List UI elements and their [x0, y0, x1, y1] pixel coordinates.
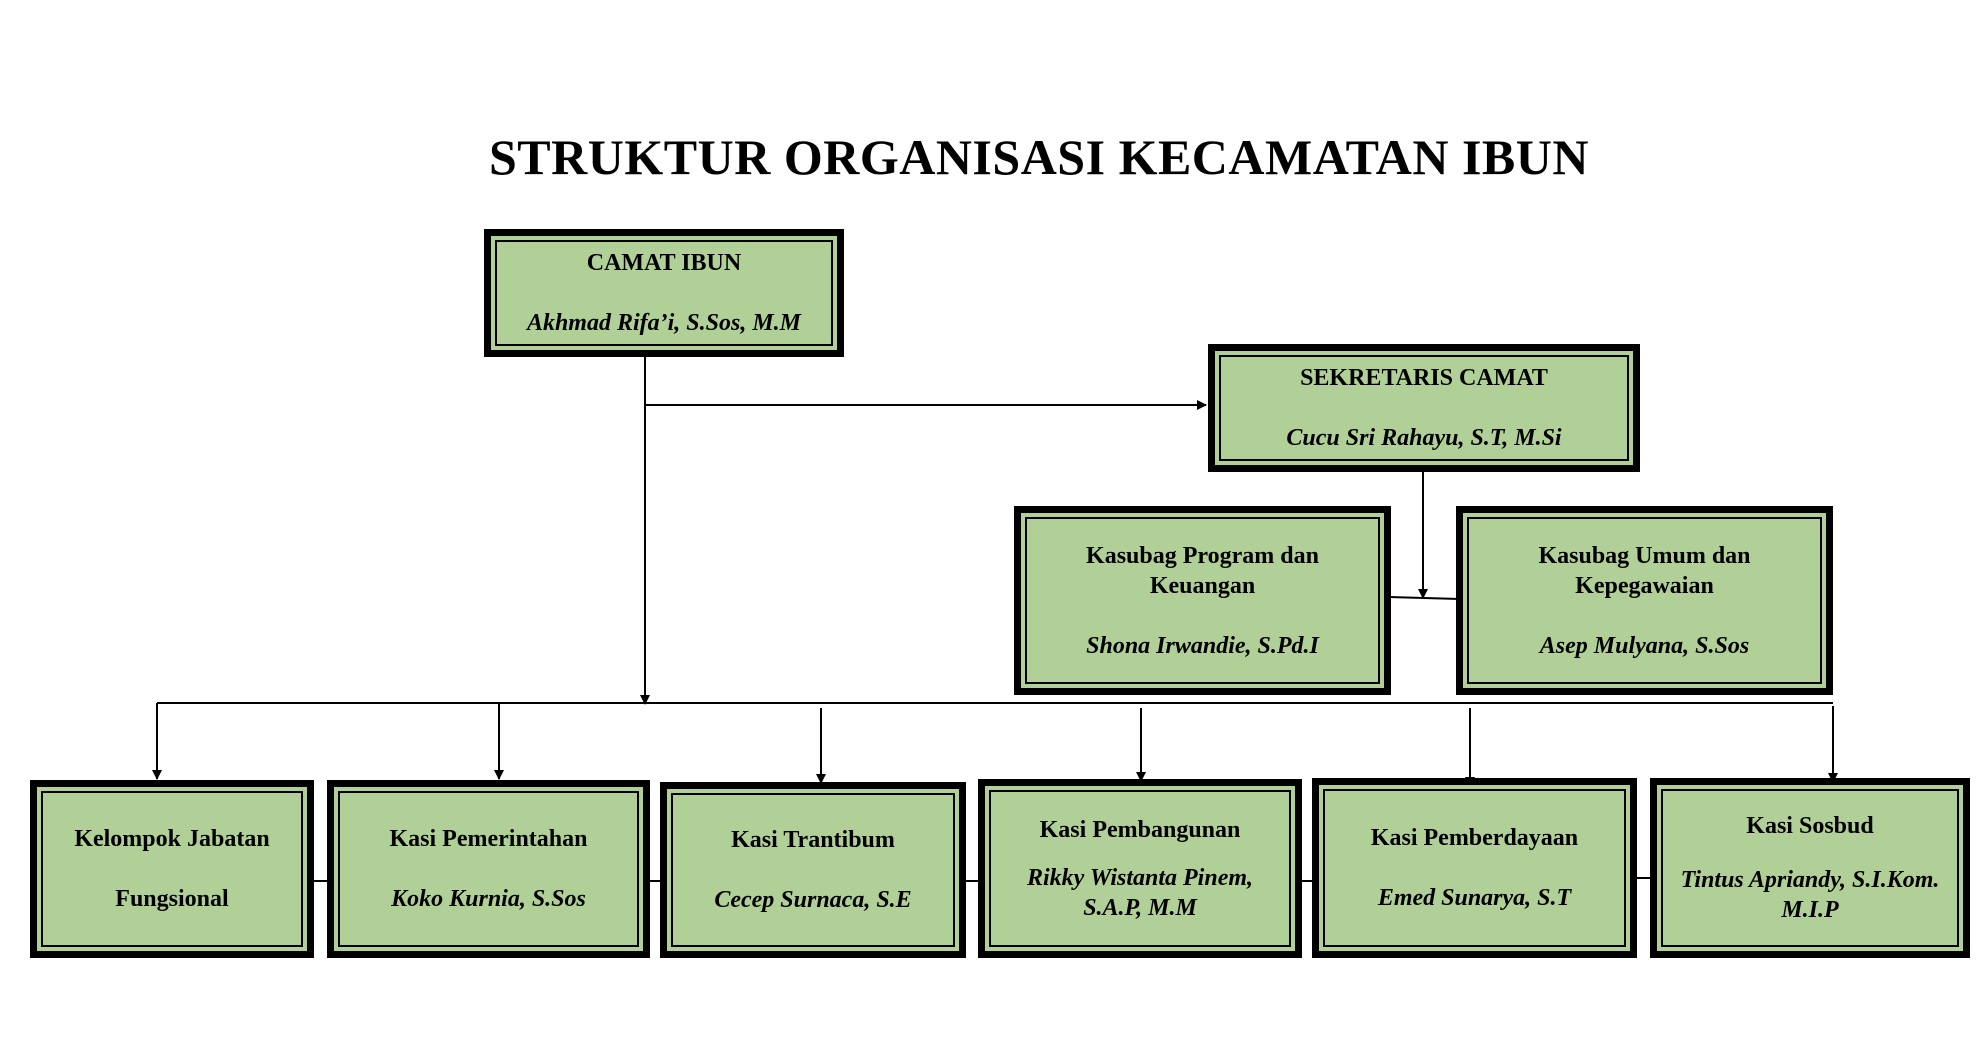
kasi-pemberdayaan-box: Kasi Pemberdayaan Emed Sunarya, S.T [1312, 778, 1637, 958]
kasi-pembangunan-name: Rikky Wistanta Pinem, S.A.P, M.M [1026, 864, 1254, 921]
kelompok-jabatan-name: Fungsional [115, 886, 229, 912]
kasi-sosbud-name: Tintus Apriandy, S.I.Kom. M.I.P [1680, 867, 1940, 923]
camat-box: CAMAT IBUN Akhmad Rifa’i, S.Sos, M.M [484, 229, 844, 357]
kasubag-umum-box-inner: Kasubag Umum dan Kepegawaian Asep Mulyan… [1467, 517, 1822, 684]
sekretaris-name: Cucu Sri Rahayu, S.T, M.Si [1286, 425, 1562, 451]
kasi-sosbud-box: Kasi Sosbud Tintus Apriandy, S.I.Kom. M.… [1650, 778, 1970, 958]
kasubag-umum-title: Kasubag Umum dan Kepegawaian [1538, 542, 1751, 599]
camat-box-inner: CAMAT IBUN Akhmad Rifa’i, S.Sos, M.M [495, 240, 833, 346]
kasi-pembangunan-box: Kasi Pembangunan Rikky Wistanta Pinem, S… [978, 779, 1302, 958]
kasubag-program-title: Kasubag Program dan Keuangan [1086, 542, 1319, 599]
kasubag-program-box-inner: Kasubag Program dan Keuangan Shona Irwan… [1025, 517, 1380, 684]
kasubag-program-name: Shona Irwandie, S.Pd.I [1086, 632, 1319, 659]
kasi-pemerintahan-box-inner: Kasi Pemerintahan Koko Kurnia, S.Sos [338, 791, 639, 947]
kasi-trantibum-title: Kasi Trantibum [731, 827, 895, 853]
kasi-trantibum-box: Kasi Trantibum Cecep Surnaca, S.E [660, 782, 966, 958]
kasubag-umum-box: Kasubag Umum dan Kepegawaian Asep Mulyan… [1456, 506, 1833, 695]
kasi-pemberdayaan-name: Emed Sunarya, S.T [1377, 885, 1572, 911]
kasubag-program-box: Kasubag Program dan Keuangan Shona Irwan… [1014, 506, 1391, 695]
sekretaris-title: SEKRETARIS CAMAT [1300, 365, 1548, 391]
kasi-pemerintahan-name: Koko Kurnia, S.Sos [391, 886, 586, 912]
kasi-trantibum-box-inner: Kasi Trantibum Cecep Surnaca, S.E [671, 793, 955, 947]
kasi-pemerintahan-title: Kasi Pemerintahan [389, 826, 588, 852]
sekretaris-box-inner: SEKRETARIS CAMAT Cucu Sri Rahayu, S.T, M… [1219, 355, 1629, 461]
kasi-pemberdayaan-title: Kasi Pemberdayaan [1370, 825, 1579, 851]
kasi-trantibum-name: Cecep Surnaca, S.E [714, 887, 912, 913]
camat-title: CAMAT IBUN [586, 250, 742, 276]
kasi-sosbud-box-inner: Kasi Sosbud Tintus Apriandy, S.I.Kom. M.… [1661, 789, 1959, 947]
kasubag-link-line [1387, 596, 1461, 600]
camat-name: Akhmad Rifa’i, S.Sos, M.M [526, 310, 802, 336]
chart-title: STRUKTUR ORGANISASI KECAMATAN IBUN [488, 129, 1589, 185]
kelompok-jabatan-box: Kelompok Jabatan Fungsional [30, 780, 314, 958]
kasi-pembangunan-box-inner: Kasi Pembangunan Rikky Wistanta Pinem, S… [989, 790, 1291, 947]
kelompok-jabatan-title: Kelompok Jabatan [74, 826, 270, 852]
kelompok-jabatan-box-inner: Kelompok Jabatan Fungsional [41, 791, 303, 947]
kasubag-umum-name: Asep Mulyana, S.Sos [1539, 632, 1750, 659]
kasi-pembangunan-title: Kasi Pembangunan [1039, 816, 1241, 843]
kasi-sosbud-title: Kasi Sosbud [1746, 813, 1874, 839]
sekretaris-box: SEKRETARIS CAMAT Cucu Sri Rahayu, S.T, M… [1208, 344, 1640, 472]
kasi-pemerintahan-box: Kasi Pemerintahan Koko Kurnia, S.Sos [327, 780, 650, 958]
kasi-pemberdayaan-box-inner: Kasi Pemberdayaan Emed Sunarya, S.T [1323, 789, 1626, 947]
